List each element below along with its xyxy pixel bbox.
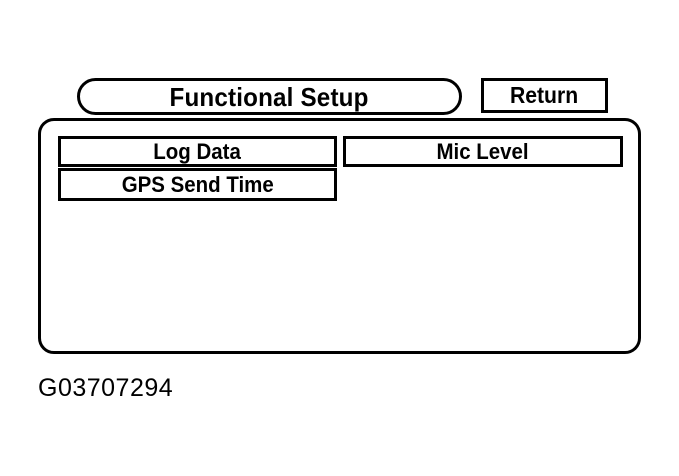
page-title: Functional Setup [169,81,370,112]
return-button-label: Return [510,82,579,108]
figure-caption: G03707294 [38,374,174,402]
screen-title-bar: Functional Setup [77,78,462,115]
menu-item-log-data[interactable]: Log Data [58,136,337,167]
menu-item-mic-level[interactable]: Mic Level [343,136,623,167]
menu-item-label: GPS Send Time [121,171,274,197]
menu-grid: Log Data GPS Send Time Mic Level [58,136,623,206]
menu-item-gps-send-time[interactable]: GPS Send Time [58,168,337,201]
menu-item-label: Log Data [153,138,242,164]
menu-item-label: Mic Level [436,138,530,164]
return-button[interactable]: Return [481,78,608,113]
